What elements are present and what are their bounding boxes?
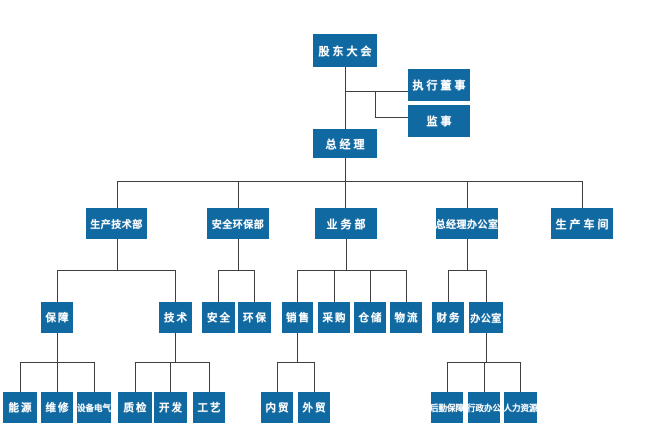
org-node-gm-office-dept: 总经理办公室 <box>436 208 498 239</box>
connector-line <box>135 362 136 392</box>
connector-line <box>467 181 468 208</box>
connector-line <box>486 333 487 362</box>
org-node-logistics: 物流 <box>390 302 422 333</box>
connector-line <box>57 270 175 271</box>
org-node-human-resources: 人力资源 <box>504 392 538 423</box>
connector-line <box>345 181 346 208</box>
connector-line <box>297 270 406 271</box>
org-node-admin-office: 行政办公 <box>467 392 501 423</box>
connector-line <box>57 333 58 362</box>
connector-line <box>117 181 582 182</box>
org-node-logistics-support: 后勤保障 <box>430 392 464 423</box>
connector-line <box>582 181 583 208</box>
org-node-development: 开发 <box>154 392 187 423</box>
connector-line <box>277 362 314 363</box>
org-node-business-dept: 业务部 <box>315 208 377 239</box>
connector-line <box>117 181 118 208</box>
org-node-procurement: 采购 <box>318 302 350 333</box>
org-node-technology: 技术 <box>159 302 192 333</box>
connector-line <box>218 270 254 271</box>
connector-line <box>334 270 335 302</box>
connector-line <box>175 333 176 362</box>
org-node-production-tech-dept: 生产技术部 <box>86 208 147 239</box>
connector-line <box>57 362 58 392</box>
org-node-safety-env-dept: 安全环保部 <box>207 208 269 239</box>
connector-line <box>297 333 298 362</box>
connector-line <box>345 91 408 92</box>
connector-line <box>346 239 347 270</box>
connector-line <box>370 270 371 302</box>
connector-line <box>238 181 239 208</box>
connector-line <box>57 270 58 302</box>
connector-line <box>94 362 95 392</box>
connector-line <box>520 362 521 392</box>
org-node-env-protection: 环保 <box>238 302 271 333</box>
connector-line <box>345 158 346 181</box>
org-node-executive-director: 执行董事 <box>408 69 470 101</box>
org-node-office: 办公室 <box>469 302 503 333</box>
org-node-sales: 销售 <box>282 302 313 333</box>
connector-line <box>238 239 239 270</box>
org-node-warehousing: 仓储 <box>354 302 386 333</box>
connector-line <box>447 362 448 392</box>
connector-line <box>297 270 298 302</box>
connector-line <box>175 270 176 302</box>
org-node-shareholders-meeting: 股东大会 <box>313 34 377 67</box>
org-node-support: 保障 <box>41 302 73 333</box>
org-node-quality-inspection: 质检 <box>118 392 152 423</box>
org-node-production-workshop: 生产车间 <box>551 208 613 239</box>
org-node-domestic-trade: 内贸 <box>261 392 293 423</box>
connector-line <box>406 270 407 302</box>
connector-line <box>345 67 346 129</box>
org-node-finance: 财务 <box>432 302 464 333</box>
org-node-equipment-electrical: 设备电气 <box>77 392 111 423</box>
connector-line <box>467 239 468 270</box>
org-node-safety: 安全 <box>202 302 235 333</box>
connector-line <box>448 270 449 302</box>
connector-line <box>218 270 219 302</box>
connector-line <box>254 270 255 302</box>
org-node-general-manager: 总经理 <box>313 129 377 158</box>
connector-line <box>170 362 171 392</box>
connector-line <box>447 362 520 363</box>
connector-line <box>135 362 209 363</box>
connector-line <box>209 362 210 392</box>
connector-line <box>486 270 487 302</box>
org-node-energy: 能源 <box>3 392 37 423</box>
connector-line <box>448 270 486 271</box>
org-node-foreign-trade: 外贸 <box>298 392 330 423</box>
connector-line <box>277 362 278 392</box>
org-node-maintenance: 维修 <box>41 392 73 423</box>
org-node-supervisor: 监事 <box>408 105 470 137</box>
org-node-process: 工艺 <box>193 392 225 423</box>
connector-line <box>117 239 118 270</box>
connector-line <box>375 91 376 117</box>
connector-line <box>20 362 21 392</box>
connector-line <box>314 362 315 392</box>
connector-line <box>375 117 408 118</box>
connector-line <box>484 362 485 392</box>
